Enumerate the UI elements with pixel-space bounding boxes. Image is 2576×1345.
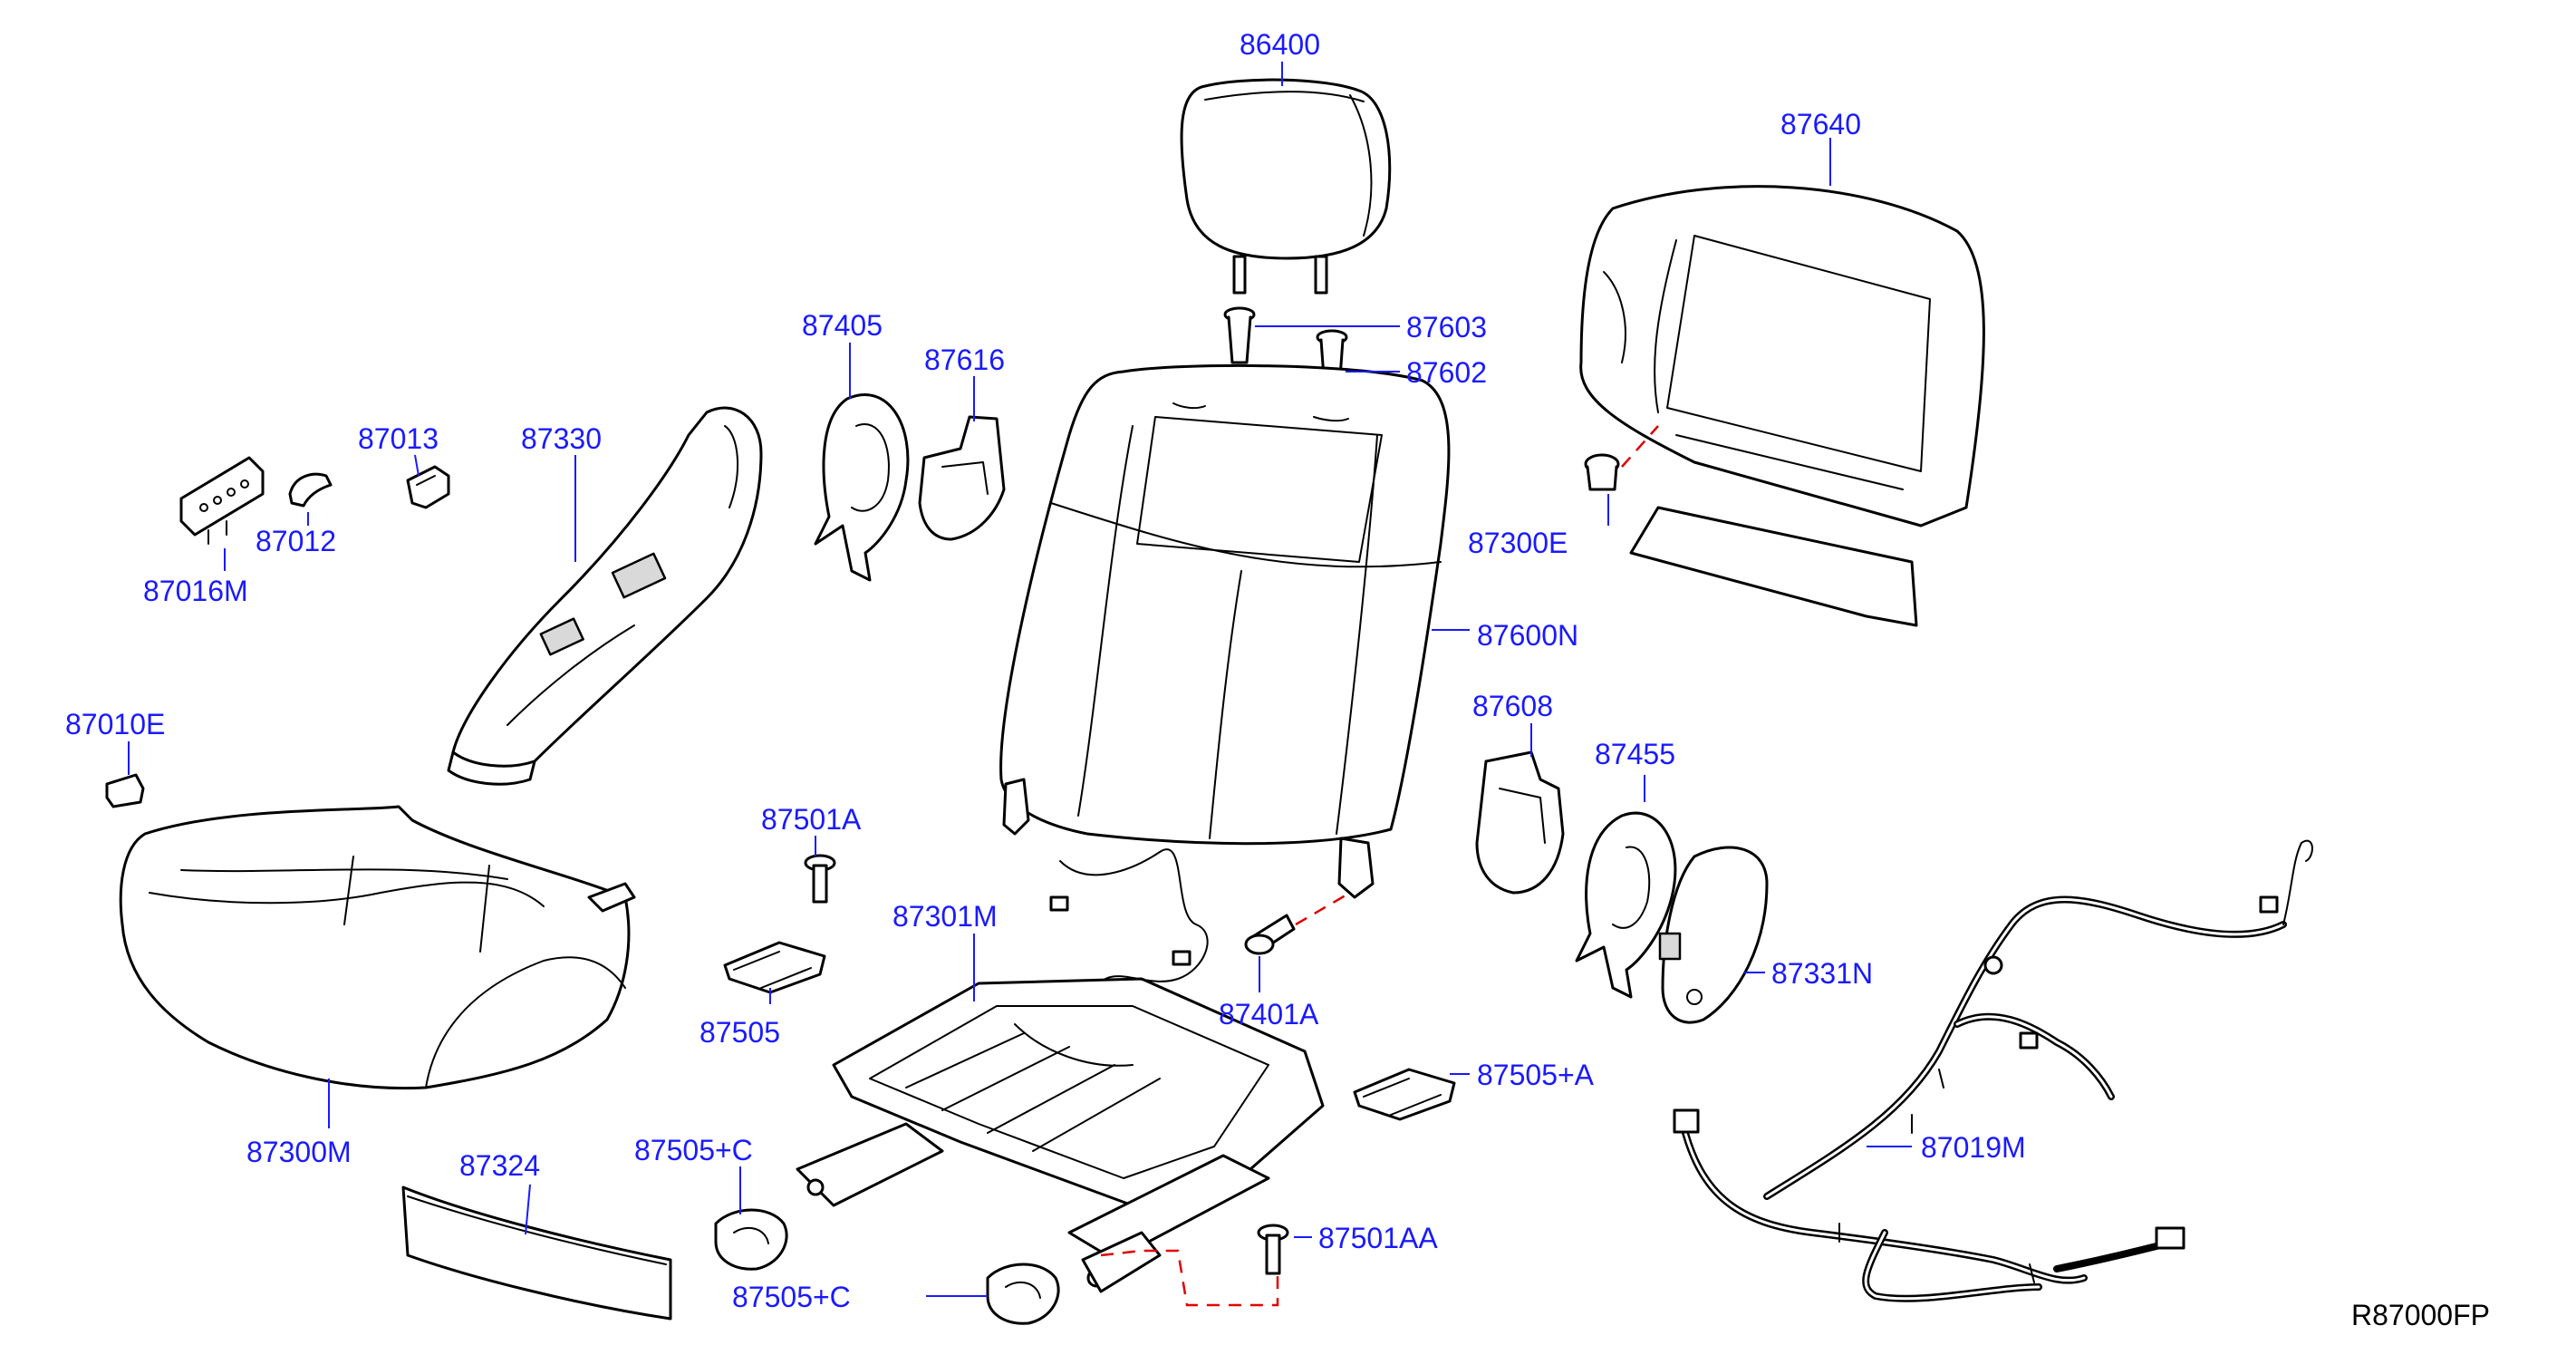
wire-harness-87019M	[1673, 839, 2313, 1302]
label-87640[interactable]: 87640	[1780, 108, 1861, 140]
label-87505-C-lower[interactable]: 87505+C	[732, 1281, 851, 1313]
label-87012[interactable]: 87012	[256, 525, 336, 557]
label-87013[interactable]: 87013	[358, 422, 439, 455]
label-87501AA[interactable]: 87501AA	[1318, 1222, 1438, 1254]
leader-lines	[128, 62, 1912, 1297]
label-87600N[interactable]: 87600N	[1477, 619, 1578, 652]
label-87331N[interactable]: 87331N	[1771, 957, 1873, 990]
bracket-87505	[723, 941, 826, 994]
label-87602[interactable]: 87602	[1406, 356, 1487, 389]
label-87603[interactable]: 87603	[1406, 311, 1487, 344]
label-87301M[interactable]: 87301M	[892, 900, 998, 933]
bolt-87501A	[804, 854, 836, 904]
label-87010E[interactable]: 87010E	[65, 708, 165, 740]
clip-87300E	[1584, 453, 1620, 491]
diagram-id: R87000FP	[2351, 1299, 2490, 1331]
headrest-guide-87603	[1223, 306, 1256, 364]
seat-back-trim-87600N	[999, 363, 1451, 846]
label-86400[interactable]: 86400	[1240, 28, 1320, 61]
finisher-87324	[401, 1185, 672, 1321]
headrest-86400	[1180, 78, 1392, 295]
bracket-87505-A	[1353, 1068, 1456, 1121]
bracket-87405	[814, 393, 910, 582]
label-87608[interactable]: 87608	[1472, 690, 1553, 722]
bolt-87501AA	[1257, 1224, 1289, 1275]
label-87324[interactable]: 87324	[459, 1149, 540, 1182]
side-finisher-87330	[447, 406, 763, 786]
label-87405[interactable]: 87405	[802, 309, 883, 342]
cover-87505-C-lower	[986, 1263, 1060, 1325]
cover-87616	[918, 415, 1006, 541]
cover-87331N	[1658, 846, 1769, 1024]
back-board-87640	[1579, 185, 1985, 627]
label-87300E[interactable]: 87300E	[1468, 527, 1568, 559]
label-87300M[interactable]: 87300M	[246, 1136, 352, 1168]
switch-87016M	[179, 456, 265, 545]
knob-87010E	[105, 773, 145, 808]
bracket-87455	[1575, 811, 1677, 999]
wire-harness-frame	[1049, 848, 1209, 982]
seat-back-hinge	[1002, 778, 1375, 899]
label-87505-C-upper[interactable]: 87505+C	[634, 1134, 753, 1166]
knob-87013	[406, 465, 450, 509]
label-87455[interactable]: 87455	[1595, 738, 1675, 770]
part-labels: 86400 87640 87405 87616 87603 87602 8701…	[65, 28, 2026, 1313]
adjuster-87401A	[1244, 914, 1296, 955]
label-87505-A[interactable]: 87505+A	[1477, 1059, 1595, 1091]
label-87016M[interactable]: 87016M	[143, 575, 248, 607]
knob-87012	[288, 472, 333, 508]
label-87616[interactable]: 87616	[924, 344, 1005, 376]
label-87330[interactable]: 87330	[521, 422, 602, 455]
seat-frame-87301M	[796, 977, 1325, 1293]
cover-87505-C-upper	[714, 1208, 788, 1271]
label-87501A[interactable]: 87501A	[761, 803, 862, 836]
cushion-87300M	[119, 805, 636, 1090]
headrest-guide-87602	[1316, 329, 1348, 392]
label-87019M[interactable]: 87019M	[1921, 1131, 2026, 1164]
label-87401A[interactable]: 87401A	[1219, 998, 1319, 1031]
cover-87608	[1475, 750, 1565, 895]
label-87505[interactable]: 87505	[699, 1016, 780, 1049]
assembly-guides	[1100, 425, 1659, 1307]
